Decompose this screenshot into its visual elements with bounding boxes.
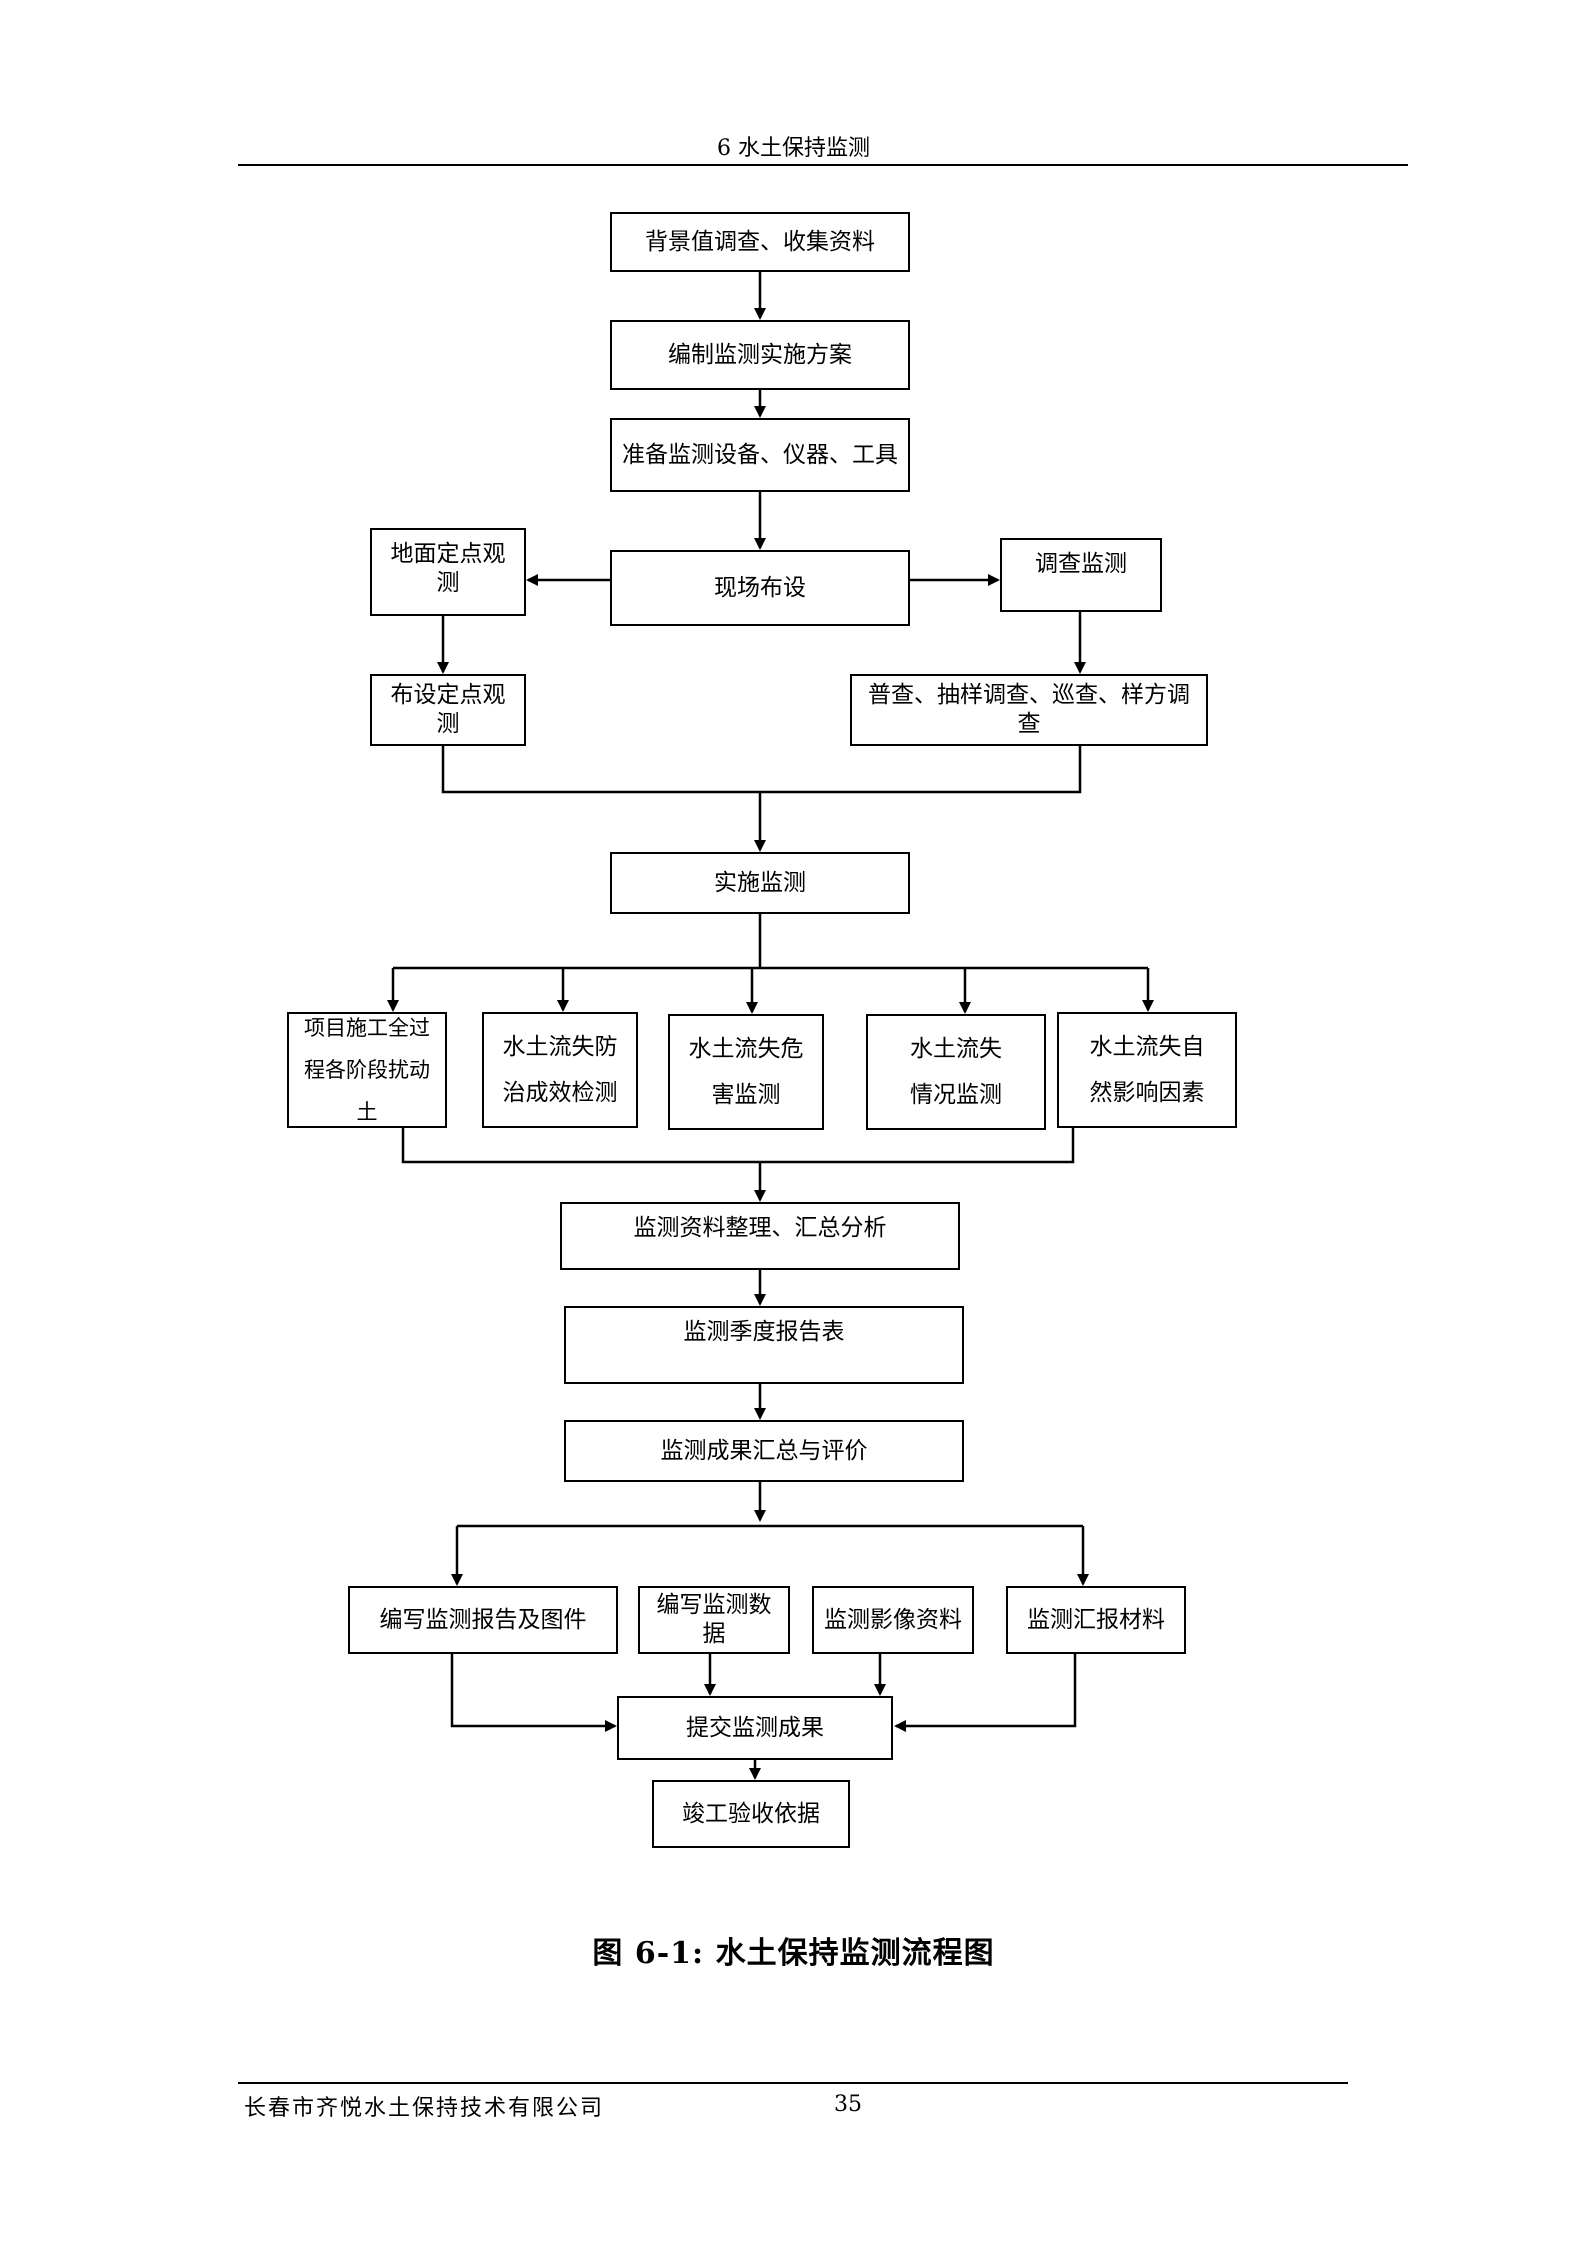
footer-company-name: 长春市齐悦水土保持技术有限公司 (244, 2096, 605, 2121)
node-background-survey: 背景值调查、收集资料 (610, 212, 910, 272)
node-prevention-effectiveness: 水土流失防 治成效检测 (482, 1012, 638, 1128)
node-prevention-effectiveness-line1: 水土流失防 (502, 1034, 618, 1060)
node-site-layout: 现场布设 (610, 550, 910, 626)
node-erosion-status: 水土流失 情况监测 (866, 1014, 1046, 1130)
node-erosion-hazard: 水土流失危 害监测 (668, 1014, 824, 1130)
node-erosion-status-line1: 水土流失 (910, 1036, 1002, 1062)
arrow-n21-n22 (894, 1654, 1077, 1732)
node-write-report: 编写监测报告及图件 (348, 1586, 618, 1654)
node-construction-disturbance-line2: 程各阶段扰动土 (304, 1058, 430, 1124)
page-header-title: 6 水土保持监测 (717, 136, 870, 161)
merge-items (401, 1128, 1075, 1164)
node-implement-monitoring: 实施监测 (610, 852, 910, 914)
node-quarterly-report: 监测季度报告表 (564, 1306, 964, 1384)
node-natural-factors-line1: 水土流失自 (1089, 1034, 1205, 1060)
node-image-materials: 监测影像资料 (812, 1586, 974, 1654)
figure-caption: 图 6-1: 水土保持监测流程图 (592, 1936, 995, 1971)
node-construction-disturbance-line1: 项目施工全过 (304, 1016, 430, 1040)
node-erosion-hazard-line2: 害监测 (711, 1082, 781, 1108)
node-census-sampling: 普查、抽样调查、巡查、样方调查 (850, 674, 1208, 746)
node-report-materials: 监测汇报材料 (1006, 1586, 1186, 1654)
merge-n7-n8 (441, 744, 1082, 794)
node-results-evaluation: 监测成果汇总与评价 (564, 1420, 964, 1482)
node-data-analysis: 监测资料整理、汇总分析 (560, 1202, 960, 1270)
header-rule (238, 164, 1408, 166)
node-erosion-hazard-line1: 水土流失危 (688, 1036, 804, 1062)
node-natural-factors-line2: 然影响因素 (1089, 1080, 1205, 1106)
node-natural-factors: 水土流失自 然影响因素 (1057, 1012, 1237, 1128)
footer-page-number: 35 (834, 2092, 862, 2117)
node-survey-monitoring: 调查监测 (1000, 538, 1162, 612)
node-acceptance-basis: 竣工验收依据 (652, 1780, 850, 1848)
node-write-data: 编写监测数据 (638, 1586, 790, 1654)
footer-rule (238, 2082, 1348, 2084)
node-monitoring-plan: 编制监测实施方案 (610, 320, 910, 390)
node-erosion-status-line2: 情况监测 (910, 1082, 1002, 1108)
node-prevention-effectiveness-line2: 治成效检测 (502, 1080, 618, 1106)
node-set-fixed-observation: 布设定点观测 (370, 674, 526, 746)
node-construction-disturbance: 项目施工全过 程各阶段扰动土 (287, 1012, 447, 1128)
node-ground-fixed-observation: 地面定点观测 (370, 528, 526, 616)
arrow-n18-n22 (450, 1654, 617, 1732)
node-submit-results: 提交监测成果 (617, 1696, 893, 1760)
node-prepare-equipment: 准备监测设备、仪器、工具 (610, 418, 910, 492)
